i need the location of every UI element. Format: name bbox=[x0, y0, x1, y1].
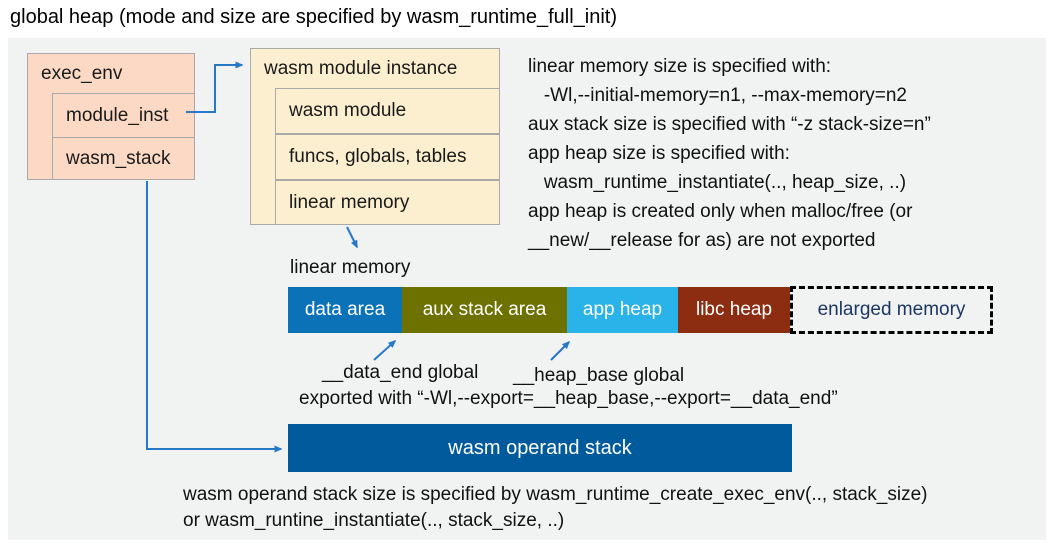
linear-memory-field-label: linear memory bbox=[289, 191, 410, 213]
segment-aux-stack-area-label: aux stack area bbox=[422, 299, 547, 320]
note-line: wasm_runtime_instantiate(.., heap_size, … bbox=[528, 172, 907, 193]
wasm-module-box: wasm module bbox=[275, 88, 500, 134]
funcs-globals-tables-box: funcs, globals, tables bbox=[275, 134, 500, 180]
segment-app-heap-label: app heap bbox=[582, 299, 663, 320]
note-line: -Wl,--initial-memory=n1, --max-memory=n2 bbox=[528, 85, 907, 106]
operand-stack-notes: wasm operand stack size is specified by … bbox=[183, 482, 928, 534]
note-line: __new/__release for as) are not exported bbox=[528, 230, 876, 251]
segment-data-area: data area bbox=[288, 287, 402, 333]
module-inst-label: module_inst bbox=[66, 104, 169, 126]
linear-memory-field-box: linear memory bbox=[275, 180, 500, 225]
linear-memory-title: linear memory bbox=[290, 257, 411, 278]
wasm-stack-box: wasm_stack bbox=[52, 137, 195, 180]
exec-env-label: exec_env bbox=[41, 63, 123, 84]
segment-aux-stack-area: aux stack area bbox=[402, 287, 567, 333]
heap-base-global-label: __heap_base global bbox=[513, 365, 685, 386]
segment-enlarged-memory: enlarged memory bbox=[790, 286, 993, 334]
segment-app-heap: app heap bbox=[567, 287, 678, 333]
wasm-operand-stack-label: wasm operand stack bbox=[448, 436, 632, 459]
note-line: linear memory size is specified with: bbox=[528, 56, 832, 77]
size-notes: linear memory size is specified with: -W… bbox=[528, 52, 931, 255]
wasm-operand-stack-bar: wasm operand stack bbox=[288, 424, 792, 472]
diagram-title: global heap (mode and size are specified… bbox=[10, 6, 617, 28]
segment-data-area-label: data area bbox=[304, 299, 386, 320]
wasm-stack-label: wasm_stack bbox=[66, 147, 171, 169]
data-end-global-label: __data_end global bbox=[322, 362, 479, 383]
note-line: app heap size is specified with: bbox=[528, 143, 790, 164]
funcs-globals-tables-label: funcs, globals, tables bbox=[289, 146, 467, 167]
note-line: app heap is created only when malloc/fre… bbox=[528, 201, 913, 222]
exported-with-label: exported with “-Wl,--export=__heap_base,… bbox=[299, 388, 838, 409]
note-line: aux stack size is specified with “-z sta… bbox=[528, 114, 931, 135]
note-line: or wasm_runtine_instantiate(.., stack_si… bbox=[183, 510, 565, 531]
wasm-module-label: wasm module bbox=[289, 100, 407, 121]
segment-enlarged-memory-label: enlarged memory bbox=[817, 299, 966, 320]
wasm-module-instance-label: wasm module instance bbox=[264, 58, 458, 79]
segment-libc-heap-label: libc heap bbox=[695, 299, 773, 320]
segment-libc-heap: libc heap bbox=[678, 287, 790, 333]
module-inst-box: module_inst bbox=[52, 93, 195, 138]
note-line: wasm operand stack size is specified by … bbox=[183, 484, 928, 505]
